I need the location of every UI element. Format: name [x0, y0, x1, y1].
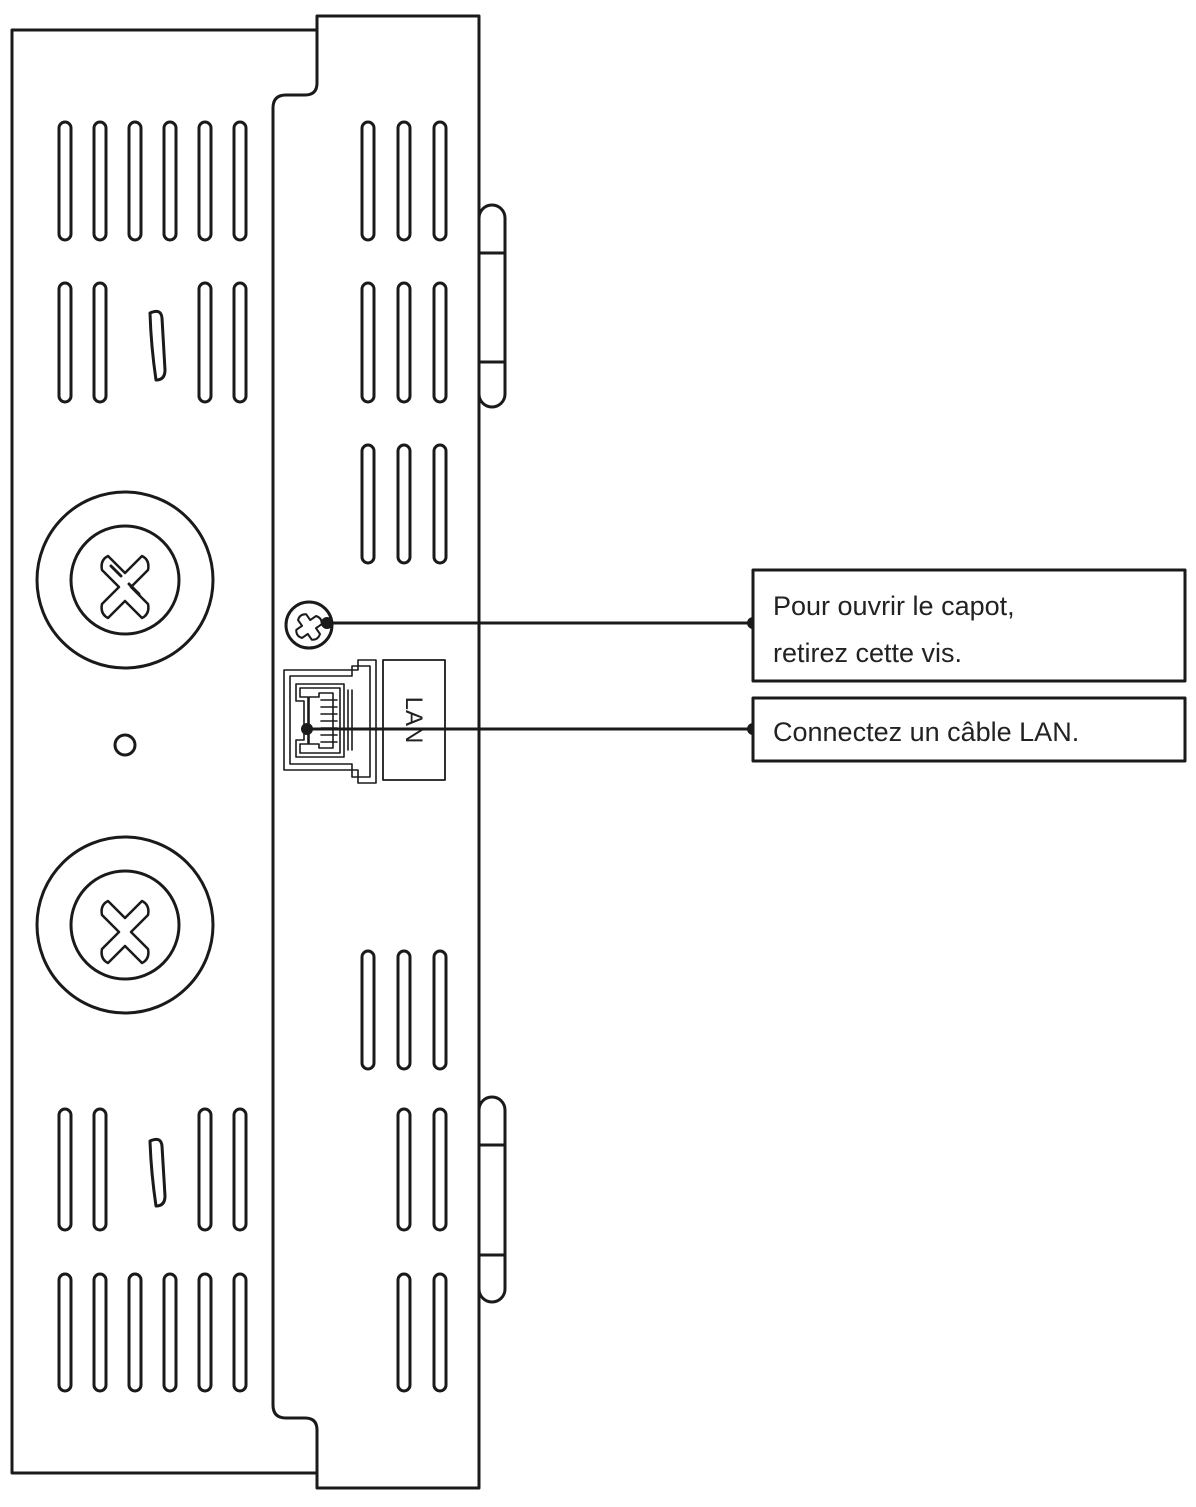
- vent-slot: [92, 1107, 108, 1232]
- vent-slot: [396, 1107, 412, 1232]
- callout-text-cover-screw-line2: retirez cette vis.: [773, 638, 962, 668]
- vent-slot: [432, 443, 448, 565]
- lan-port-label: LAN: [400, 697, 427, 744]
- vent-slot: [57, 120, 73, 242]
- vent-slot: [197, 120, 213, 242]
- vent-slot: [92, 120, 108, 242]
- rear-casing-outline: [10, 28, 319, 1475]
- vent-slot: [396, 443, 412, 565]
- vent-slot: [232, 1272, 248, 1393]
- vent-slot: [396, 120, 412, 242]
- vent-slot: [127, 120, 143, 242]
- callout-box-cover-screw: [751, 568, 1187, 683]
- side-clip-bottom: [477, 1095, 507, 1304]
- hook-mark-bottom: [148, 1137, 167, 1208]
- vent-slot: [432, 1272, 448, 1393]
- vent-slot: [396, 281, 412, 404]
- vent-slot: [432, 1107, 448, 1232]
- callout-box-lan: [751, 696, 1187, 763]
- indicator-hole: [113, 733, 137, 757]
- vent-slot: [432, 281, 448, 404]
- mount-screw-top: [35, 490, 215, 670]
- vent-slot: [57, 1107, 73, 1232]
- lan-port: [283, 659, 377, 784]
- side-clip-top: [477, 203, 507, 409]
- vent-slot: [432, 120, 448, 242]
- lan-label-box: [382, 659, 446, 781]
- vent-slot: [432, 949, 448, 1071]
- vent-slots: [57, 120, 448, 1393]
- vent-slot: [232, 1107, 248, 1232]
- vent-slot: [197, 1107, 213, 1232]
- vent-slot: [197, 1272, 213, 1393]
- vent-slot: [162, 1272, 178, 1393]
- vent-slot: [360, 281, 376, 404]
- callout-text-cover-screw-line1: Pour ouvrir le capot,: [773, 591, 1015, 621]
- vent-slot: [92, 281, 108, 404]
- vent-slot: [92, 1272, 108, 1393]
- mount-screw-bottom: [35, 835, 215, 1015]
- vent-slot: [127, 1272, 143, 1393]
- vent-slot: [360, 443, 376, 565]
- vent-slot: [360, 949, 376, 1071]
- vent-slot: [360, 120, 376, 242]
- vent-slot: [162, 120, 178, 242]
- vent-slot: [197, 281, 213, 404]
- vent-slot: [396, 1272, 412, 1393]
- hook-mark-top: [148, 309, 167, 382]
- vent-slot: [232, 281, 248, 404]
- vent-slot: [396, 949, 412, 1071]
- vent-slot: [57, 281, 73, 404]
- vent-slot: [232, 120, 248, 242]
- callout-text-lan: Connectez un câble LAN.: [773, 717, 1079, 747]
- vent-slot: [57, 1272, 73, 1393]
